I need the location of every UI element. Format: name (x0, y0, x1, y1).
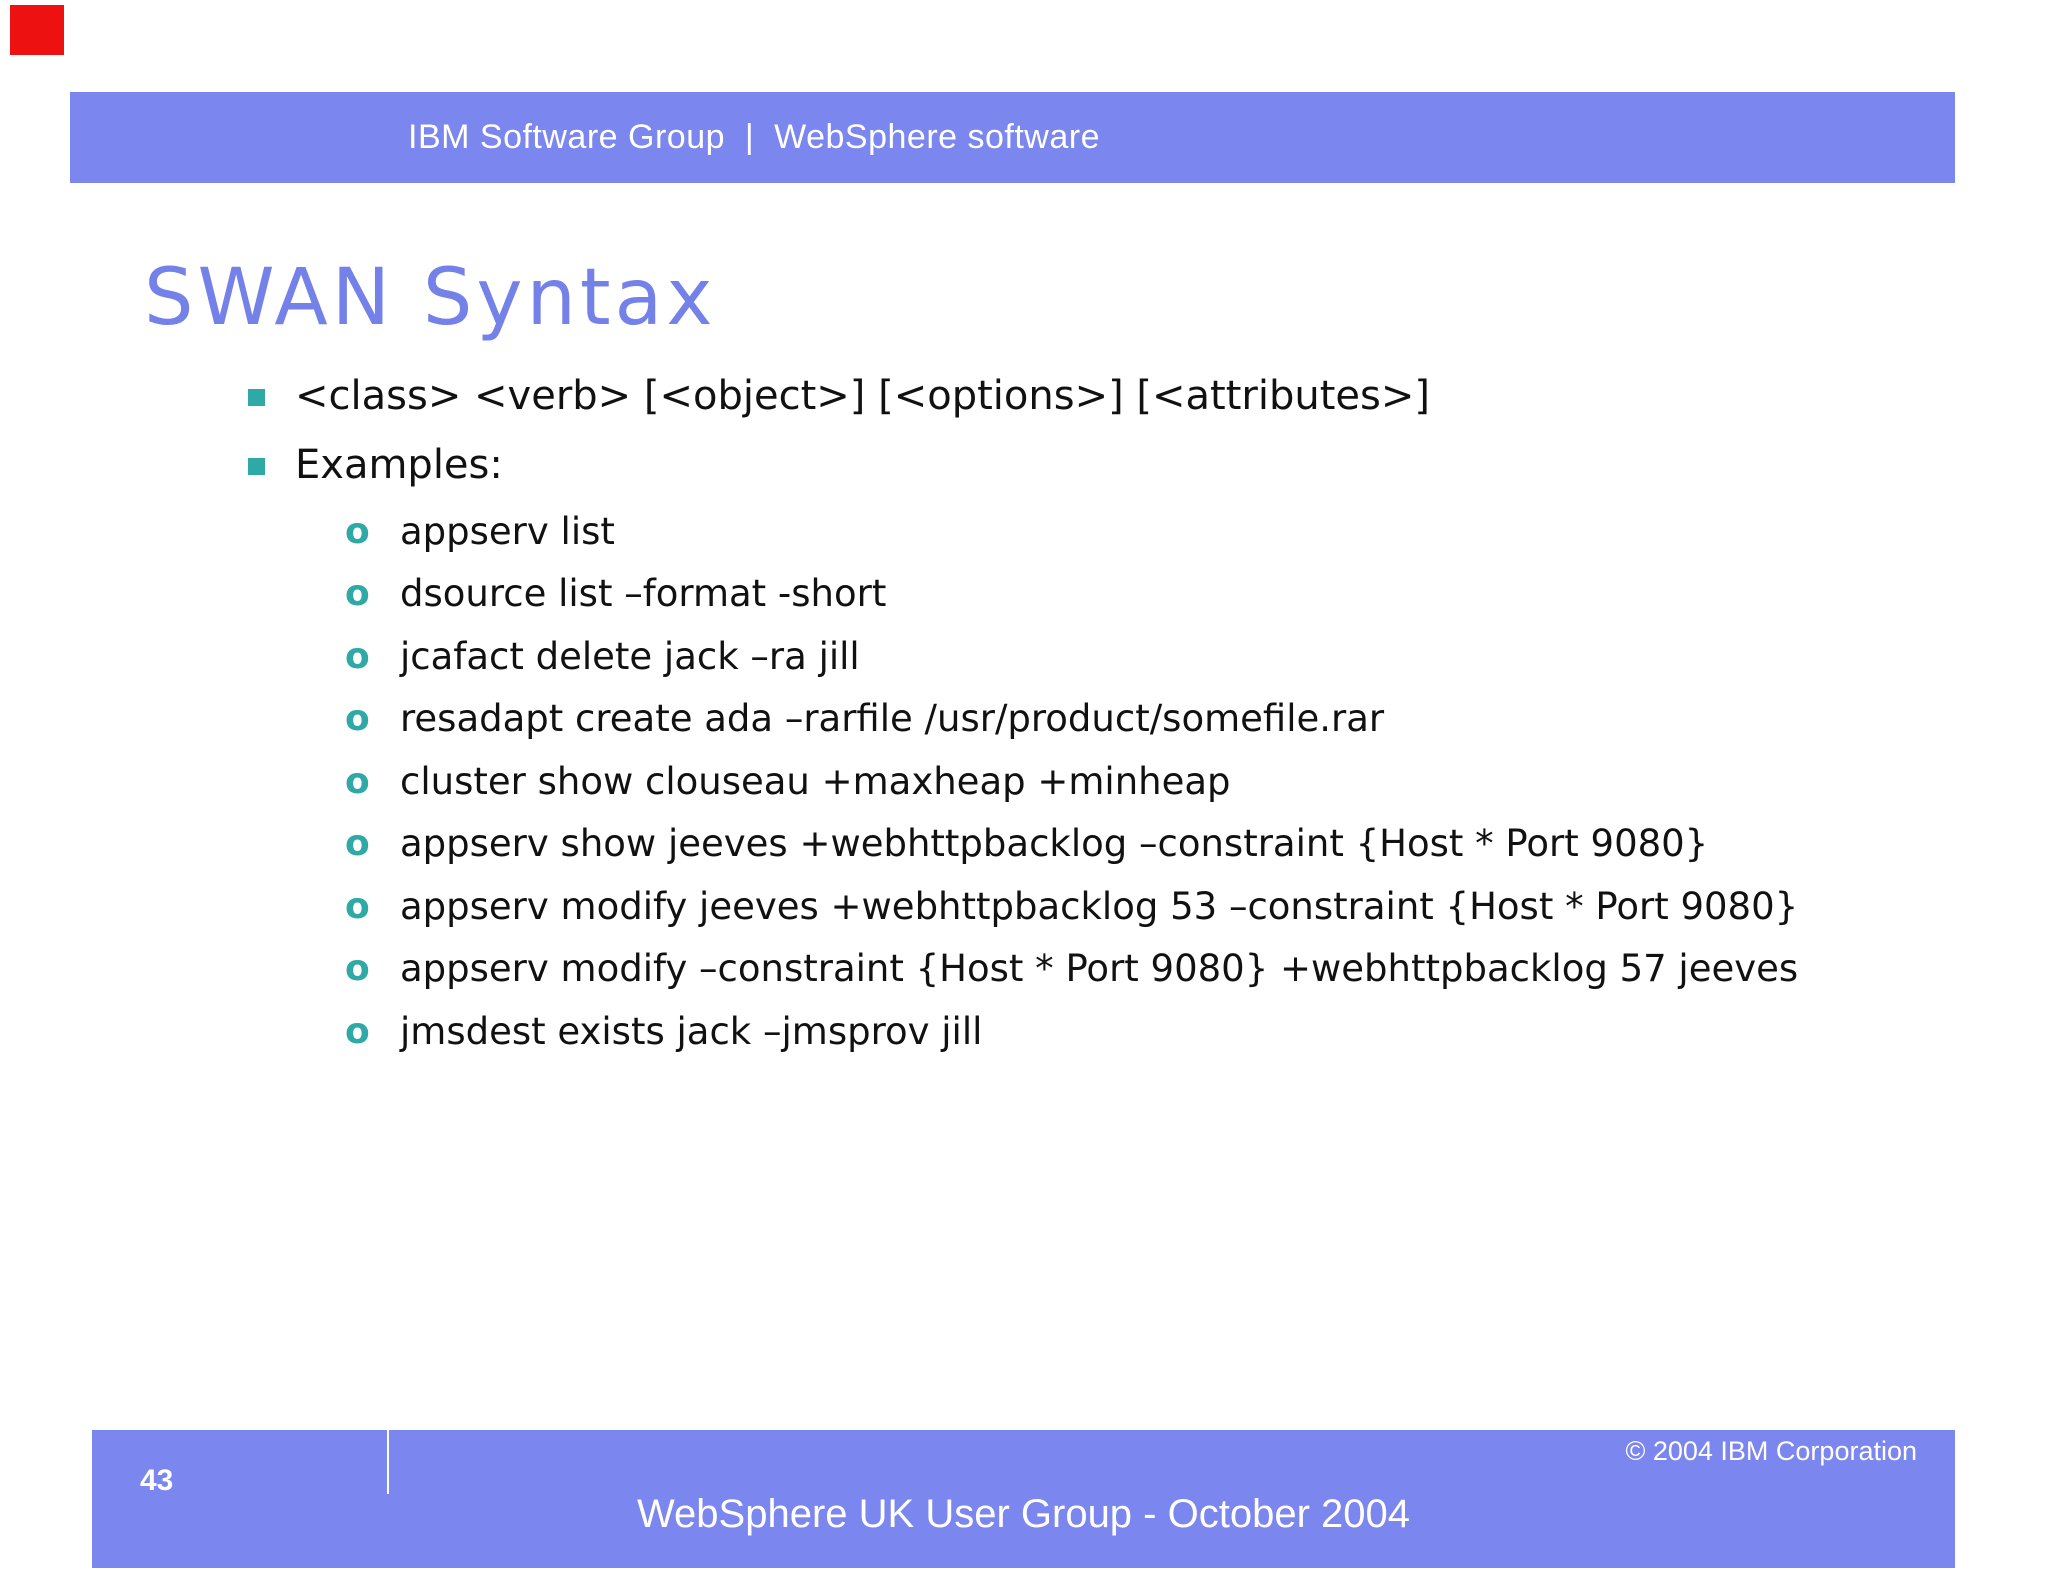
page-number: 43 (140, 1464, 174, 1497)
circle-bullet-icon: o (345, 823, 370, 865)
list-item: o dsource list –format -short (345, 563, 1798, 626)
list-item: o resadapt create ada –rarfile /usr/prod… (345, 688, 1798, 751)
header-bar: IBM Software Group | WebSphere software (70, 92, 1955, 183)
example-text: appserv show jeeves +webhttpbacklog –con… (400, 822, 1709, 866)
circle-bullet-icon: o (345, 510, 370, 552)
list-item: o cluster show clouseau +maxheap +minhea… (345, 750, 1798, 813)
bullet-item-syntax: <class> <verb> [<object>] [<options>] [<… (248, 368, 1430, 424)
circle-bullet-icon: o (345, 573, 370, 615)
header-title: IBM Software Group | WebSphere software (408, 118, 1100, 156)
list-item: o appserv modify jeeves +webhttpbacklog … (345, 875, 1798, 938)
list-item: o jcafact delete jack –ra jill (345, 625, 1798, 688)
red-corner-marker (10, 5, 64, 55)
example-text: resadapt create ada –rarfile /usr/produc… (400, 697, 1385, 741)
circle-bullet-icon: o (345, 1010, 370, 1052)
circle-bullet-icon: o (345, 885, 370, 927)
circle-bullet-icon: o (345, 698, 370, 740)
circle-bullet-icon: o (345, 948, 370, 990)
footer-title: WebSphere UK User Group - October 2004 (637, 1492, 1410, 1536)
slide-title: SWAN Syntax (144, 253, 717, 343)
circle-bullet-icon: o (345, 760, 370, 802)
example-text: appserv modify –constraint {Host * Port … (400, 947, 1799, 991)
example-text: jmsdest exists jack –jmsprov jill (400, 1009, 983, 1053)
example-text: cluster show clouseau +maxheap +minheap (400, 759, 1231, 803)
bullet-text: <class> <verb> [<object>] [<options>] [<… (295, 373, 1430, 419)
footer-separator (387, 1430, 389, 1494)
bullet-text: Examples: (295, 442, 503, 488)
list-item: o appserv modify –constraint {Host * Por… (345, 938, 1798, 1001)
example-text: dsource list –format -short (400, 572, 887, 616)
square-bullet-icon (248, 457, 265, 475)
list-item: o appserv show jeeves +webhttpbacklog –c… (345, 813, 1798, 876)
bullet-item-examples: Examples: (248, 437, 503, 493)
example-text: appserv list (400, 509, 615, 553)
list-item: o jmsdest exists jack –jmsprov jill (345, 1000, 1798, 1063)
circle-bullet-icon: o (345, 635, 370, 677)
copyright-text: © 2004 IBM Corporation (1625, 1436, 1917, 1466)
examples-list: o appserv list o dsource list –format -s… (345, 500, 1798, 1063)
footer-bar: 43 © 2004 IBM Corporation WebSphere UK U… (92, 1430, 1955, 1568)
square-bullet-icon (248, 388, 265, 406)
example-text: jcafact delete jack –ra jill (400, 634, 860, 678)
list-item: o appserv list (345, 500, 1798, 563)
example-text: appserv modify jeeves +webhttpbacklog 53… (400, 884, 1799, 928)
